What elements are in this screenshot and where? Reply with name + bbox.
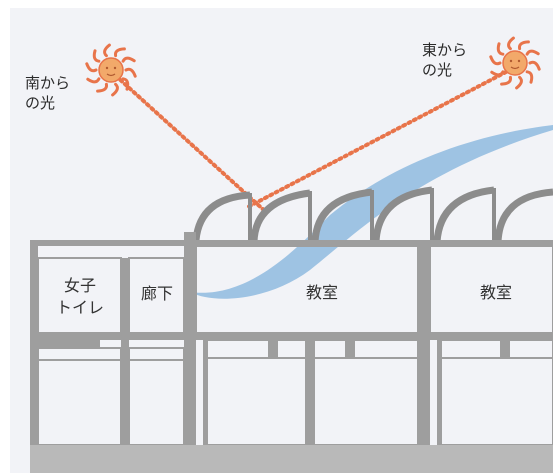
roof-arc — [250, 189, 311, 243]
lower-column — [203, 340, 207, 445]
room-classroom-right-label: 教室 — [479, 283, 512, 302]
sun-ray — [113, 47, 126, 58]
sun-ray — [92, 49, 101, 63]
sun-icon-east — [489, 36, 541, 90]
sun-ray — [86, 77, 101, 84]
roof-arc — [311, 188, 373, 243]
roof-slab-left — [30, 240, 190, 246]
floor-slab — [30, 333, 553, 340]
beam — [500, 340, 510, 358]
sun-ray — [111, 82, 119, 97]
sun-icon-south — [85, 43, 137, 97]
south-light-label: 南から の光 — [25, 73, 70, 113]
roof-posts — [248, 188, 496, 242]
sun-ray — [525, 70, 534, 84]
sun-ray — [515, 75, 523, 90]
south-light-label-line1: 南から — [25, 74, 71, 92]
sun-ray — [500, 75, 513, 86]
room-girls-toilet: 女子 トイレ — [44, 275, 116, 319]
roof-arc — [372, 186, 433, 243]
column — [418, 240, 430, 445]
roof-arc — [494, 188, 553, 243]
roof-arc — [433, 186, 495, 243]
beam — [268, 340, 278, 358]
room-girls-toilet-line1: 女子 — [63, 276, 96, 295]
building-structure — [30, 232, 553, 445]
sun-ray — [85, 62, 98, 73]
east-light-label-line1: 東から — [422, 41, 468, 59]
sun-ray — [496, 42, 505, 56]
room-classroom-left-label: 教室 — [305, 283, 338, 302]
lower-column — [121, 348, 129, 445]
sun-ray — [121, 56, 136, 63]
beam — [345, 340, 355, 358]
lower-details — [38, 357, 553, 361]
roof-arc — [192, 191, 251, 241]
sun-ray — [121, 77, 130, 91]
beam — [30, 340, 100, 348]
room-girls-toilet-line2: トイレ — [55, 298, 104, 317]
ground — [30, 445, 553, 473]
partition-wall — [121, 258, 129, 348]
east-light-label: 東から の光 — [422, 40, 467, 80]
lower-column — [437, 340, 441, 445]
south-light-path — [114, 74, 268, 214]
sawtooth-roof — [192, 186, 553, 243]
sun-ray — [489, 55, 502, 66]
room-outlines — [37, 245, 553, 446]
sun-ray — [96, 82, 109, 93]
east-light-label-line2: の光 — [422, 61, 453, 79]
sun-ray — [528, 60, 541, 71]
room-classroom-right: 教室 — [456, 282, 536, 304]
sun-ray — [525, 49, 540, 56]
room-corridor-label: 廊下 — [140, 284, 173, 303]
sun-ray — [490, 70, 505, 77]
sun-ray — [517, 40, 530, 51]
sun-ray — [124, 67, 137, 78]
roof-slab-right — [186, 240, 553, 246]
east-light-path — [244, 70, 508, 210]
lower-column — [306, 340, 314, 445]
room-classroom-left: 教室 — [282, 282, 362, 304]
sun-ray — [103, 43, 111, 58]
south-light-label-line2: の光 — [25, 94, 56, 112]
sun-ray — [507, 36, 515, 51]
room-corridor: 廊下 — [131, 283, 183, 305]
